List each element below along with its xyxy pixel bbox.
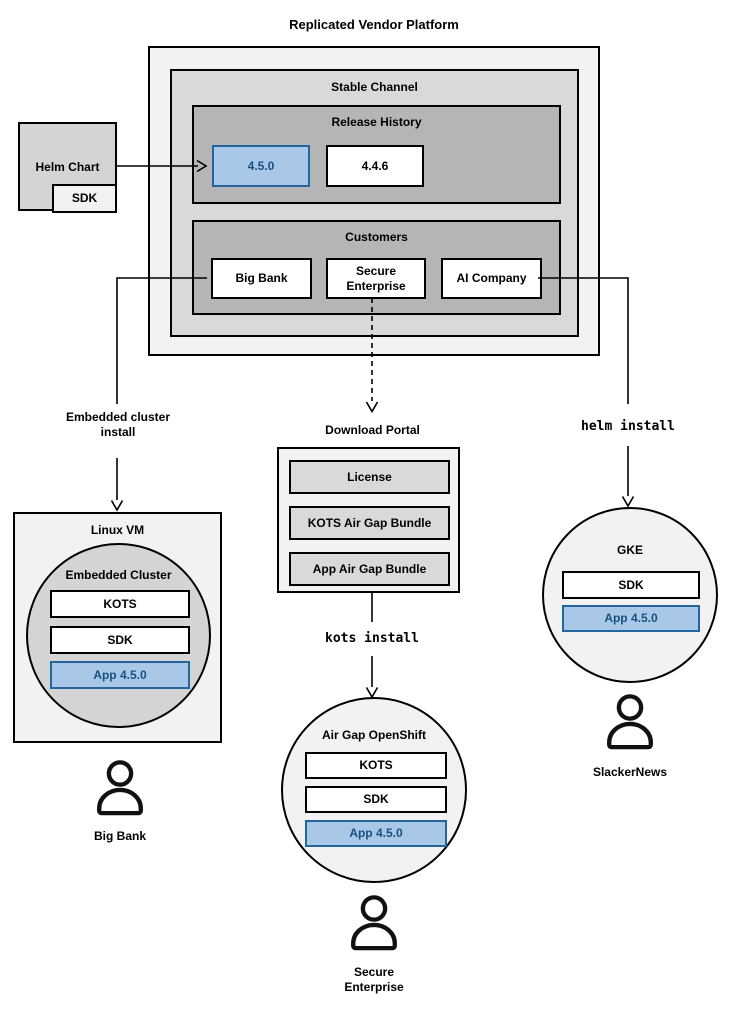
big-bank-user-icon xyxy=(97,760,143,816)
stable-channel-box: Stable Channel Release History 4.5.0 4.4… xyxy=(170,69,579,337)
release-history-label: Release History xyxy=(331,115,422,129)
embedded-cluster-circle: Embedded Cluster KOTS SDK App 4.5.0 xyxy=(26,543,211,728)
gke-app-box: App 4.5.0 xyxy=(562,605,700,632)
gke-circle: GKE SDK App 4.5.0 xyxy=(542,507,718,683)
edge-helm-install-label: helm install xyxy=(581,419,675,434)
embedded-cluster-label: Embedded Cluster xyxy=(65,568,172,582)
linux-vm-kots-box: KOTS xyxy=(50,590,190,618)
release-4-4-6: 4.4.6 xyxy=(326,145,424,187)
slackernews-user-label: SlackerNews xyxy=(592,765,668,779)
stable-channel-label: Stable Channel xyxy=(331,80,418,94)
portal-license-box: License xyxy=(289,460,450,494)
airgap-sdk-box: SDK xyxy=(305,786,447,813)
portal-app-bundle-box: App Air Gap Bundle xyxy=(289,552,450,586)
big-bank-user-label: Big Bank xyxy=(93,829,146,843)
secure-enterprise-user-icon xyxy=(351,895,397,951)
arrowhead-down-gke xyxy=(621,496,635,508)
diagram-title: Replicated Vendor Platform xyxy=(289,17,459,32)
release-history-box: Release History 4.5.0 4.4.6 xyxy=(192,105,561,204)
secure-enterprise-user-label: Secure Enterprise xyxy=(344,965,404,994)
edge-embedded-install-label: Embedded cluster install xyxy=(65,410,171,439)
download-portal-box: License KOTS Air Gap Bundle App Air Gap … xyxy=(277,447,460,593)
airgap-kots-box: KOTS xyxy=(305,752,447,779)
slackernews-user-icon xyxy=(607,694,653,750)
customer-big-bank: Big Bank xyxy=(211,258,312,299)
arrowhead-down-openshift xyxy=(365,687,379,699)
customer-secure-enterprise: Secure Enterprise xyxy=(326,258,426,299)
release-4-5-0: 4.5.0 xyxy=(212,145,310,187)
download-portal-title: Download Portal xyxy=(325,423,420,437)
portal-kots-bundle-box: KOTS Air Gap Bundle xyxy=(289,506,450,540)
arrowhead-down-linux-vm xyxy=(110,500,124,512)
customers-box: Customers Big Bank Secure Enterprise AI … xyxy=(192,220,561,315)
arrowhead-down-portal xyxy=(365,401,379,414)
linux-vm-box: Linux VM Embedded Cluster KOTS SDK App 4… xyxy=(13,512,222,743)
linux-vm-app-box: App 4.5.0 xyxy=(50,661,190,689)
airgap-openshift-label: Air Gap OpenShift xyxy=(321,728,426,742)
linux-vm-label: Linux VM xyxy=(90,523,145,537)
customer-ai-company: AI Company xyxy=(441,258,542,299)
customers-label: Customers xyxy=(345,230,408,244)
gke-label: GKE xyxy=(616,543,643,557)
gke-sdk-box: SDK xyxy=(562,571,700,599)
edge-kots-install-label: kots install xyxy=(325,631,419,646)
helm-chart-label: Helm Chart xyxy=(35,160,100,174)
linux-vm-sdk-box: SDK xyxy=(50,626,190,654)
vendor-platform-box: Stable Channel Release History 4.5.0 4.4… xyxy=(148,46,600,356)
airgap-app-box: App 4.5.0 xyxy=(305,820,447,847)
airgap-openshift-circle: Air Gap OpenShift KOTS SDK App 4.5.0 xyxy=(281,697,467,883)
helm-chart-sdk-box: SDK xyxy=(52,184,117,213)
helm-chart-box: Helm Chart SDK xyxy=(18,122,117,213)
